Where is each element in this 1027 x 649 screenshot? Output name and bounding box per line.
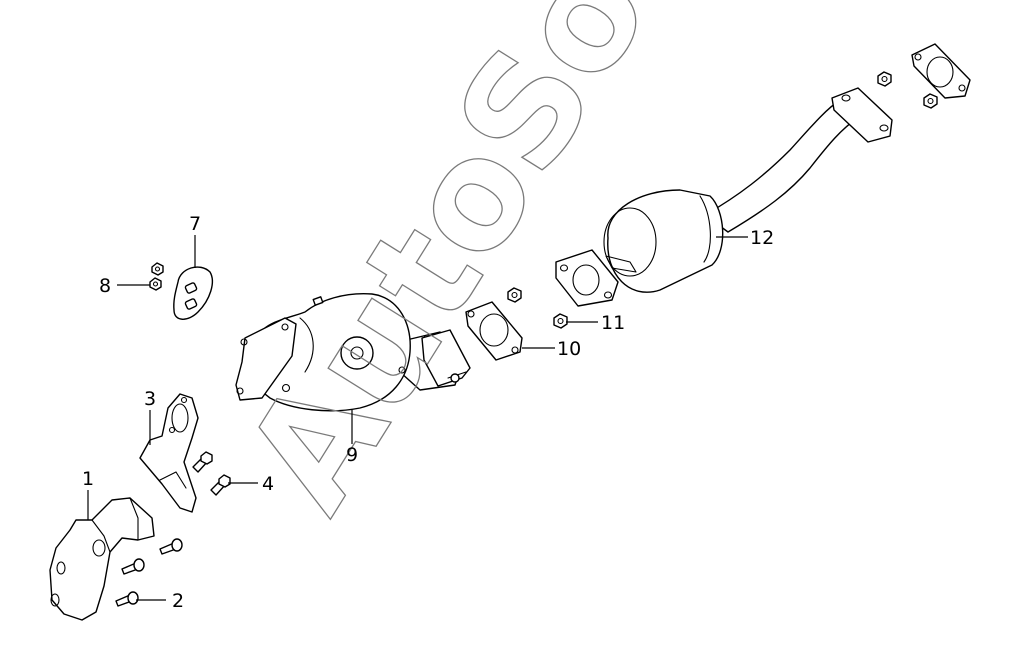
part-3-bracket: [139, 393, 199, 513]
part-11-nut-lower: [553, 313, 568, 329]
part-2-bolt-bottom: [115, 591, 139, 607]
callout-10: 10: [557, 338, 581, 360]
part-8-nut-upper: [151, 262, 164, 276]
part-10-gasket: [465, 301, 523, 361]
part-4-bolt-upper: [192, 451, 213, 473]
part-11-nut-upper: [507, 287, 522, 303]
part-7-plate: [173, 266, 214, 320]
part-9-manifold-housing: [235, 292, 471, 412]
callout-7: 7: [189, 213, 201, 235]
callout-11: 11: [601, 312, 625, 334]
callout-9: 9: [346, 444, 358, 466]
part-2-bolt-middle: [121, 558, 145, 575]
callout-4: 4: [262, 473, 274, 495]
part-1-mounting-bracket: [49, 497, 155, 621]
rear-nut-upper: [877, 71, 892, 87]
part-2-bolt-top: [159, 538, 183, 555]
callout-3: 3: [144, 388, 156, 410]
callout-2: 2: [172, 590, 184, 612]
part-4-bolt-lower: [210, 474, 231, 496]
callout-1: 1: [82, 468, 94, 490]
callout-12: 12: [750, 227, 774, 249]
rear-nut-lower: [923, 93, 938, 109]
rear-gasket: [911, 43, 971, 99]
callout-8: 8: [99, 275, 111, 297]
part-8-nut-lower: [149, 277, 162, 291]
part-12-exhaust-pipe: [555, 87, 893, 307]
